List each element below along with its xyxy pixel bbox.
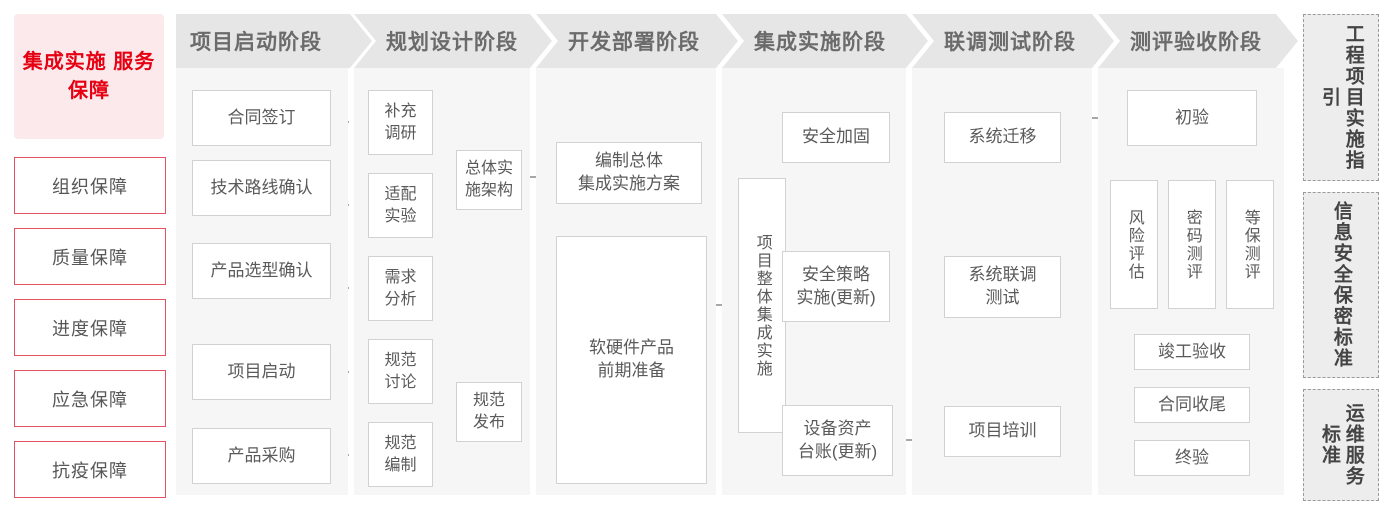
node-contract-closure[interactable]: 合同收尾 [1134,387,1250,423]
node-adaptation-test[interactable]: 适配 实验 [368,173,433,238]
guarantee-item-organization[interactable]: 组织保障 [14,157,166,214]
phase-header-integ[interactable]: 集成实施阶段 [722,14,928,68]
standard-info-security[interactable]: 信息安全保密标准 [1303,192,1379,378]
node-hw-sw-preparation[interactable]: 软硬件产品 前期准备 [556,236,707,484]
node-crypto-evaluation[interactable]: 密码测评 [1168,180,1216,309]
node-spec-drafting[interactable]: 规范 编制 [368,422,433,487]
standard-engineering-guide-label: 工程项目实施指引 [1319,23,1364,171]
standard-engineering-guide[interactable]: 工程项目实施指引 [1303,14,1379,181]
guarantee-item-emergency[interactable]: 应急保障 [14,370,166,427]
phase-header-deploy[interactable]: 开发部署阶段 [536,14,738,68]
node-project-training[interactable]: 项目培训 [944,406,1061,457]
node-spec-release[interactable]: 规范 发布 [456,382,522,442]
node-supplementary-survey[interactable]: 补充 调研 [368,90,433,155]
node-overall-integration[interactable]: 项目整体集成实施 [738,178,786,433]
phase-header-start[interactable]: 项目启动阶段 [176,14,372,68]
node-project-kickoff[interactable]: 项目启动 [192,344,331,400]
node-system-migration[interactable]: 系统迁移 [944,112,1061,163]
node-tech-route-confirm[interactable]: 技术路线确认 [192,160,331,216]
node-product-selection[interactable]: 产品选型确认 [192,243,331,299]
guarantee-title: 集成实施 服务保障 [14,14,164,139]
standard-info-security-label: 信息安全保密标准 [1330,201,1352,369]
node-security-policy[interactable]: 安全策略 实施(更新) [782,251,890,322]
node-completion-acceptance[interactable]: 竣工验收 [1134,334,1250,370]
node-contract-signing[interactable]: 合同签订 [192,90,331,146]
phase-header-plan[interactable]: 规划设计阶段 [354,14,552,68]
node-overall-architecture[interactable]: 总体实 施架构 [456,150,522,210]
node-product-procurement[interactable]: 产品采购 [192,428,331,484]
node-asset-ledger[interactable]: 设备资产 台账(更新) [782,405,893,476]
node-security-hardening[interactable]: 安全加固 [782,112,890,163]
node-preliminary-acceptance[interactable]: 初验 [1127,90,1257,146]
node-risk-evaluation[interactable]: 风险评估 [1110,180,1158,309]
node-grade-evaluation[interactable]: 等保测评 [1226,180,1274,309]
node-overall-plan-doc[interactable]: 编制总体 集成实施方案 [556,142,702,204]
phase-header-accept[interactable]: 测评验收阶段 [1098,14,1298,68]
standard-ops-service[interactable]: 运维服务标准 [1303,389,1379,501]
standard-ops-service-label: 运维服务标准 [1319,403,1364,487]
phase-header-joint[interactable]: 联调测试阶段 [912,14,1114,68]
guarantee-item-epidemic[interactable]: 抗疫保障 [14,441,166,498]
node-spec-discussion[interactable]: 规范 讨论 [368,339,433,404]
node-system-joint-test[interactable]: 系统联调 测试 [944,256,1061,318]
guarantee-item-schedule[interactable]: 进度保障 [14,299,166,356]
guarantee-item-quality[interactable]: 质量保障 [14,228,166,285]
node-requirement-analysis[interactable]: 需求 分析 [368,256,433,321]
node-final-acceptance[interactable]: 终验 [1134,440,1250,476]
